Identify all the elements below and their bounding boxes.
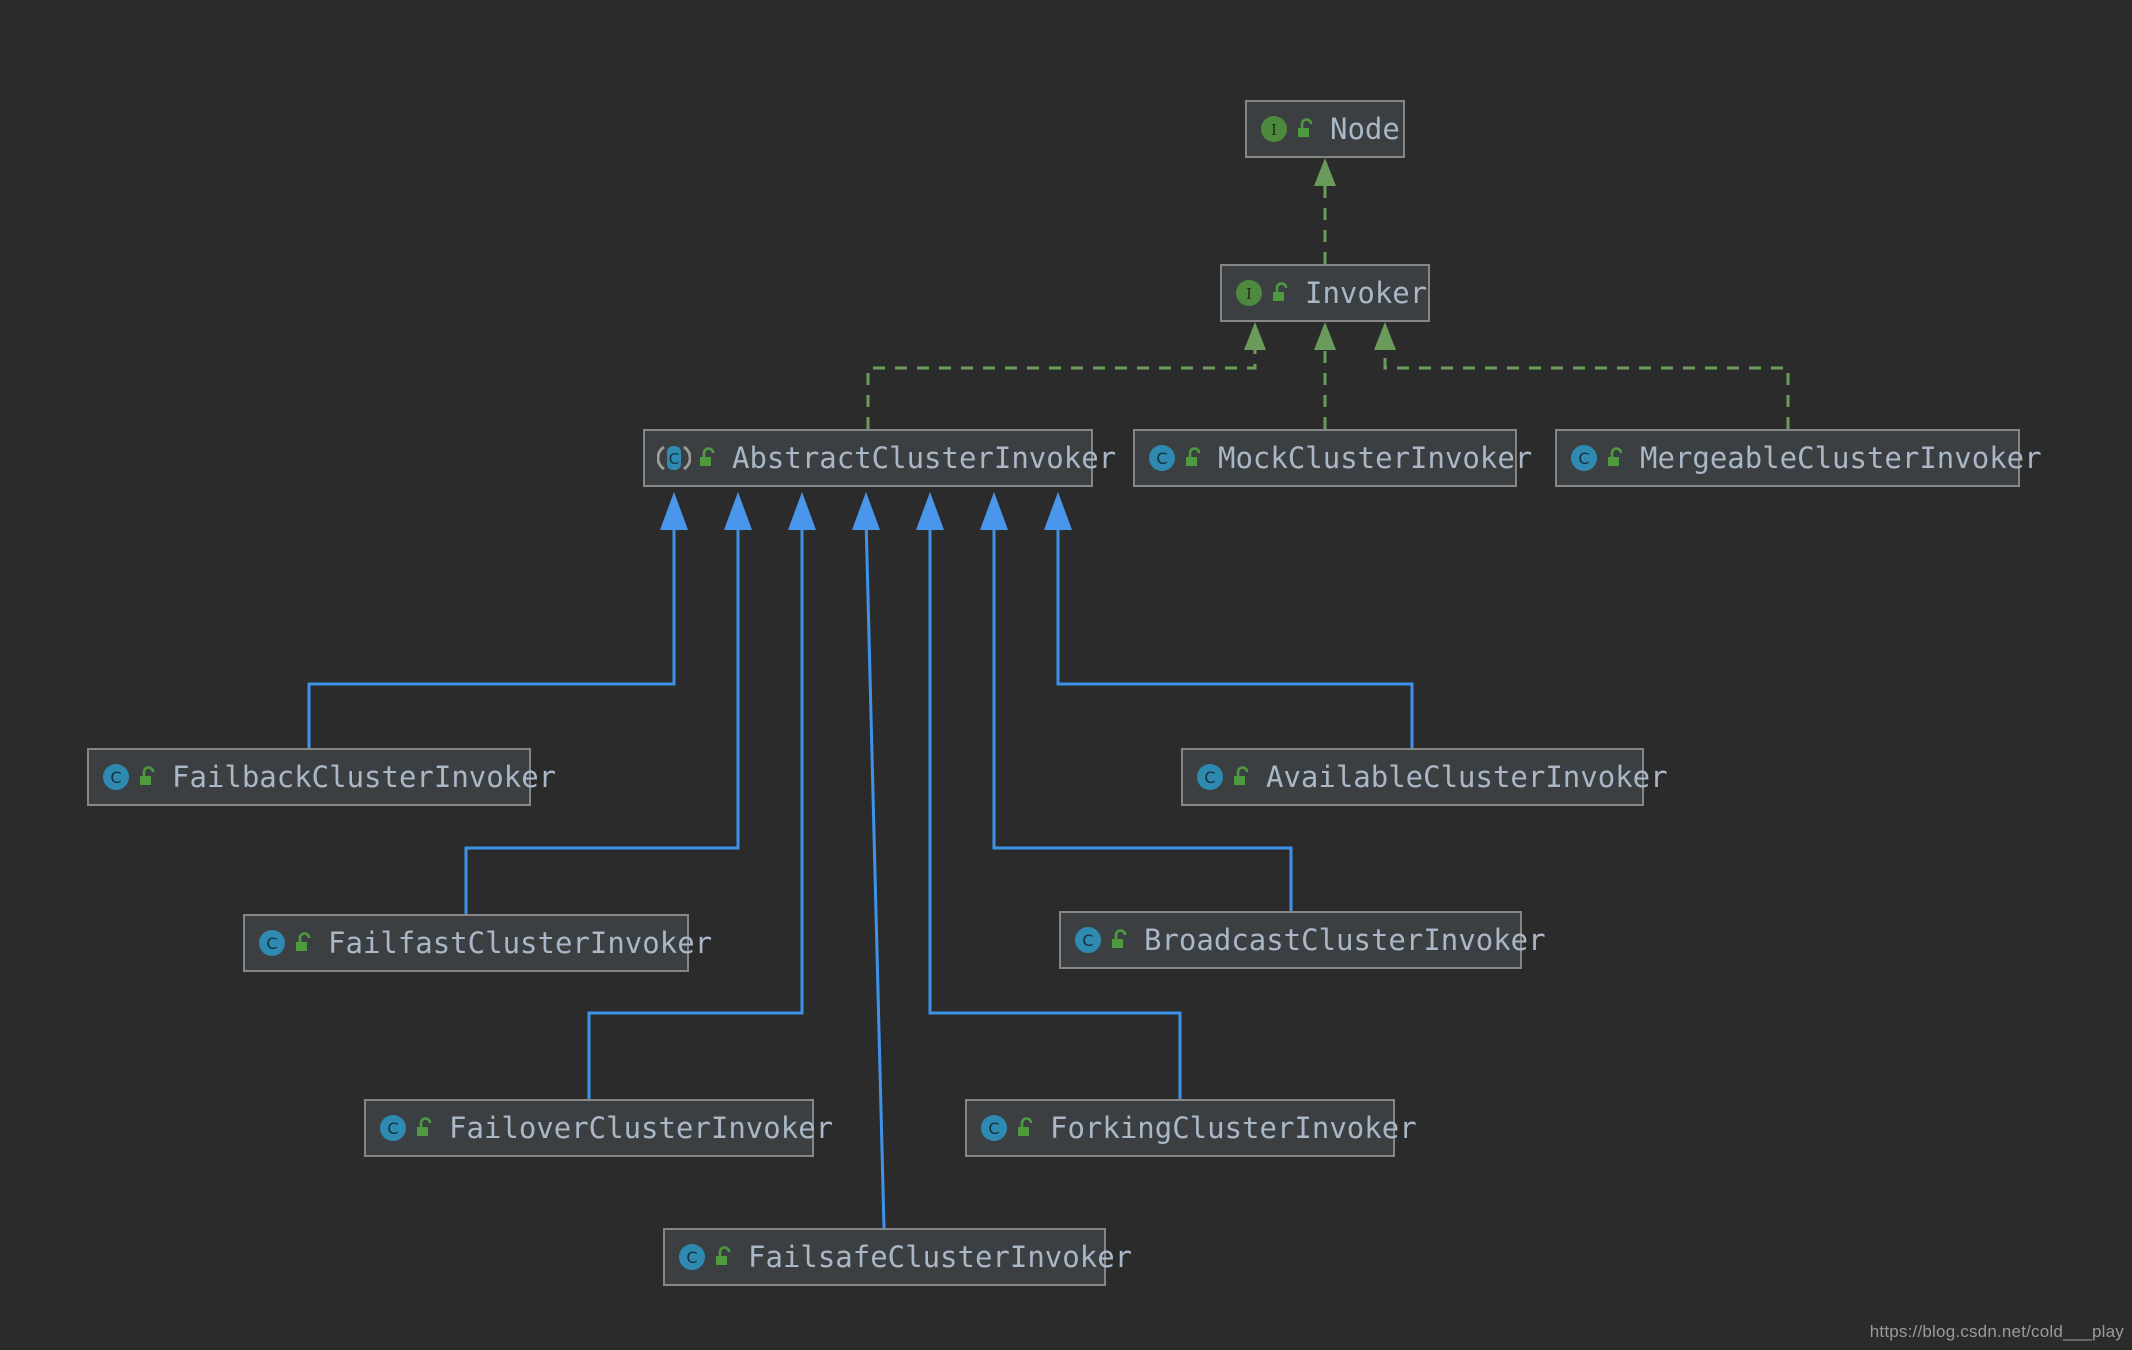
inheritance-arrowheads [660, 492, 1072, 530]
svg-text:C: C [1578, 449, 1589, 468]
class-icon: C [101, 762, 131, 792]
unlock-icon [294, 931, 316, 955]
edge-failback-to-abstract [307, 518, 676, 748]
class-node-label: Invoker [1305, 276, 1428, 310]
edge-available-to-abstract [1056, 518, 1414, 748]
class-node-mergeable_cluster_invoker[interactable]: C MergeableClusterInvoker [1555, 429, 2042, 487]
class-node-label: MockClusterInvoker [1218, 441, 1533, 475]
class-node-label: FailsafeClusterInvoker [748, 1240, 1133, 1274]
edge-mergeable-to-invoker [1383, 342, 1790, 429]
class-icon: C [1195, 762, 1225, 792]
edge-broadcast-to-abstract [992, 518, 1293, 911]
svg-text:C: C [686, 1248, 697, 1267]
class-icon: C [378, 1113, 408, 1143]
unlock-icon [1016, 1116, 1038, 1140]
class-icon: C [257, 928, 287, 958]
class-node-label: FailbackClusterInvoker [172, 760, 557, 794]
svg-text:C: C [1156, 449, 1167, 468]
class-node-label: FailoverClusterInvoker [449, 1111, 834, 1145]
unlock-icon [415, 1116, 437, 1140]
class-icon: C [1569, 443, 1599, 473]
unlock-icon [1296, 117, 1318, 141]
class-node-available_cluster_invoker[interactable]: C AvailableClusterInvoker [1181, 748, 1668, 806]
inheritance-edges [307, 517, 1414, 1229]
unlock-icon [1606, 446, 1628, 470]
class-node-failsafe_cluster_invoker[interactable]: C FailsafeClusterInvoker [663, 1228, 1132, 1286]
arrowhead-invoker-mid [1314, 322, 1336, 350]
class-node-failover_cluster_invoker[interactable]: C FailoverClusterInvoker [364, 1099, 833, 1157]
unlock-icon [1271, 281, 1293, 305]
class-icon: C [1147, 443, 1177, 473]
arrowhead-abstract-5 [916, 492, 944, 530]
interface-icon: I [1259, 114, 1289, 144]
svg-text:C: C [1204, 768, 1215, 787]
class-node-label: AvailableClusterInvoker [1266, 760, 1668, 794]
arrowhead-abstract-6 [980, 492, 1008, 530]
unlock-icon [1232, 765, 1254, 789]
arrowhead-invoker-right [1374, 322, 1396, 350]
class-node-failback_cluster_invoker[interactable]: C FailbackClusterInvoker [87, 748, 556, 806]
arrowhead-invoker-left [1244, 322, 1266, 350]
svg-text:C: C [266, 934, 277, 953]
svg-text:C: C [1082, 931, 1093, 950]
unlock-icon [714, 1245, 736, 1269]
class-node-label: FailfastClusterInvoker [328, 926, 713, 960]
arrowhead-abstract-3 [788, 492, 816, 530]
unlock-icon [1110, 928, 1132, 952]
class-node-node[interactable]: I Node [1245, 100, 1405, 158]
unlock-icon [138, 765, 160, 789]
class-icon: C [677, 1242, 707, 1272]
class-node-label: BroadcastClusterInvoker [1144, 923, 1546, 957]
unlock-icon [698, 446, 720, 470]
unlock-icon [1184, 446, 1206, 470]
svg-text:I: I [1246, 285, 1252, 303]
interface-icon: I [1234, 278, 1264, 308]
svg-text:C: C [988, 1119, 999, 1138]
edge-forking-to-abstract [928, 518, 1182, 1099]
class-node-label: AbstractClusterInvoker [732, 441, 1117, 475]
class-node-failfast_cluster_invoker[interactable]: C FailfastClusterInvoker [243, 914, 712, 972]
class-icon: C [1073, 925, 1103, 955]
class-node-label: Node [1330, 112, 1400, 146]
arrowhead-abstract-7 [1044, 492, 1072, 530]
class-node-label: MergeableClusterInvoker [1640, 441, 2042, 475]
class-icon: C [979, 1113, 1009, 1143]
class-node-mock_cluster_invoker[interactable]: C MockClusterInvoker [1133, 429, 1532, 487]
arrowhead-abstract-4 [852, 492, 880, 530]
svg-text:C: C [669, 450, 679, 468]
watermark: https://blog.csdn.net/cold___play [1869, 1322, 2124, 1341]
abstract-class-icon: C [656, 443, 692, 473]
realization-arrowheads [1244, 158, 1396, 350]
edge-failfast-to-abstract [464, 518, 740, 914]
edge-failsafe-to-abstract [864, 517, 886, 1229]
svg-text:C: C [110, 768, 121, 787]
edge-failover-to-abstract [587, 518, 804, 1099]
svg-text:I: I [1271, 121, 1277, 139]
svg-text:C: C [387, 1119, 398, 1138]
arrowhead-abstract-1 [660, 492, 688, 530]
class-node-forking_cluster_invoker[interactable]: C ForkingClusterInvoker [965, 1099, 1417, 1157]
edge-abstract-to-invoker [866, 342, 1257, 429]
arrowhead-node [1314, 158, 1336, 186]
class-node-invoker[interactable]: I Invoker [1220, 264, 1430, 322]
class-node-label: ForkingClusterInvoker [1050, 1111, 1417, 1145]
realization-edges [866, 178, 1790, 429]
arrowhead-abstract-2 [724, 492, 752, 530]
class-node-broadcast_cluster_invoker[interactable]: C BroadcastClusterInvoker [1059, 911, 1546, 969]
class-node-abstract_cluster_invoker[interactable]: C AbstractClusterInvoker [643, 429, 1116, 487]
